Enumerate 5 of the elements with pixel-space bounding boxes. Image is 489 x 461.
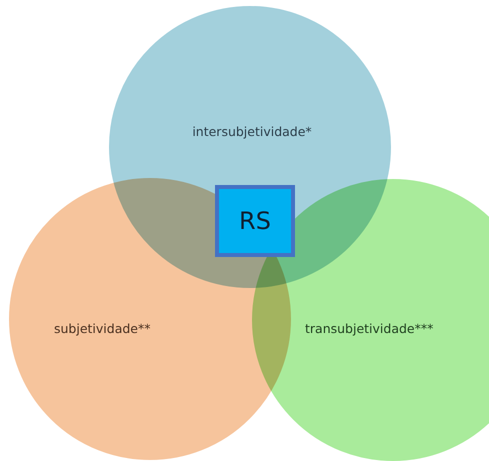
center-box [215,185,295,257]
circle-label: intersubjetividade* [192,124,312,139]
circle-label: transubjetividade*** [305,321,434,336]
center-label: RS [239,207,271,235]
circle-label: subjetividade** [54,321,150,336]
